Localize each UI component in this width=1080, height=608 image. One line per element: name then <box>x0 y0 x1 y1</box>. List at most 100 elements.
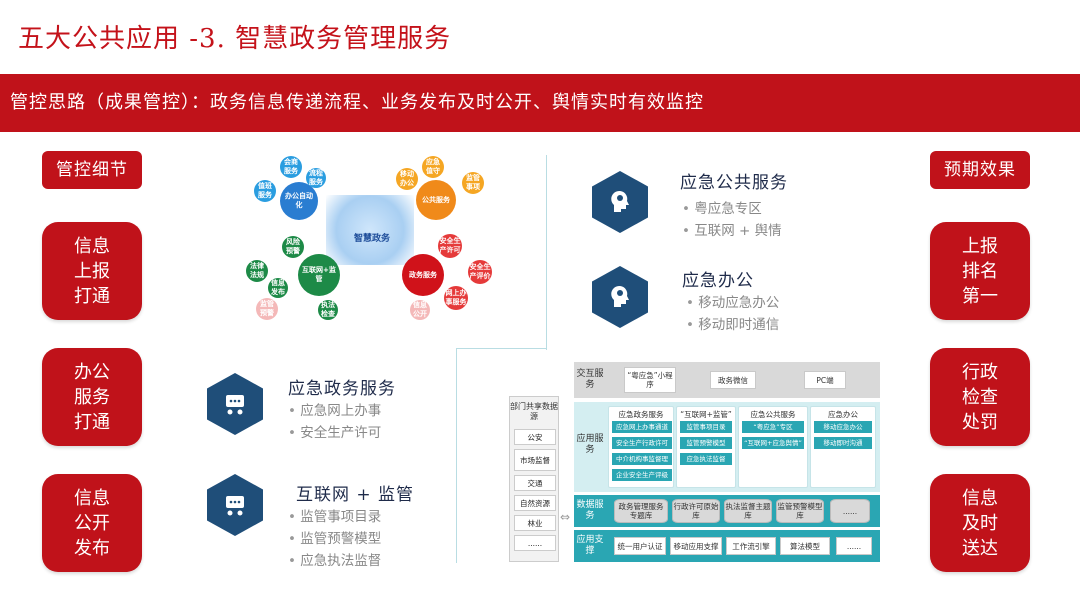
list-item: 监管预警模型 <box>288 528 381 550</box>
data-store: 监管预警模型库 <box>776 499 824 523</box>
interact-cell: 政务微信 <box>710 371 756 389</box>
list-item: 互联网 + 舆情 <box>682 220 781 242</box>
bubble-gov: 政务服务 <box>402 254 444 296</box>
app-column: 应急政务服务 应急网上办事通道 安全生产行政许可 中介机构事监督理 企业安全生产… <box>608 406 674 488</box>
public-service-icon <box>592 171 648 233</box>
bubble-sat-6: 监管事项 <box>462 172 484 194</box>
smart-gov-bubble-cluster: 智慧政务 办公自动化 公共服务 互联网+监管 政务服务 会商服务 流程服务 值班… <box>238 150 508 325</box>
dept-head: 部门共享数据源 <box>510 402 558 421</box>
support-cell: 算法模型 <box>780 537 830 555</box>
bubble-sat-5: 移动办公 <box>396 168 418 190</box>
app-item: 移动即时沟通 <box>814 437 872 449</box>
gov-service-title: 应急政务服务 <box>288 379 396 399</box>
bubble-sat-4: 应急值守 <box>422 156 444 178</box>
internet-supervision-list: 监管事项目录 监管预警模型 应急执法监督 <box>288 506 381 572</box>
bubble-sat-7: 风险预警 <box>282 236 304 258</box>
double-arrow-icon: ⇔ <box>560 510 571 524</box>
list-item: 应急网上办事 <box>288 400 381 422</box>
bubble-sat-8: 法律法规 <box>246 260 268 282</box>
app-item: 企业安全生产评级 <box>612 469 672 481</box>
dept-cell: 林业 <box>514 515 556 531</box>
right-header: 预期效果 <box>930 151 1030 189</box>
public-service-title: 应急公共服务 <box>680 173 788 193</box>
data-store: 政务管理服务专题库 <box>614 499 668 523</box>
internet-supervision-title: 互联网 + 监管 <box>296 485 415 505</box>
office-icon <box>592 266 648 328</box>
support-cell: 统一用户认证 <box>614 537 666 555</box>
public-service-list: 粤应急专区 互联网 + 舆情 <box>682 198 782 242</box>
dept-cell: 公安 <box>514 429 556 445</box>
bubble-sat-11: 网上办事服务 <box>444 286 468 310</box>
list-item: 安全生产许可 <box>288 422 381 444</box>
row-label: 应用服务 <box>576 434 604 455</box>
left-box-3: 信息 公开 发布 <box>42 474 142 572</box>
data-store: ...... <box>830 499 870 523</box>
row-label: 应用支撑 <box>576 535 604 556</box>
support-cell: 工作流引擎 <box>726 537 776 555</box>
app-column: “互联网+监管” 监管事项目录 监管预警模型 应急执法监督 <box>676 406 736 488</box>
bubble-sat-14: 监管预警 <box>256 298 278 320</box>
list-item: 移动即时通信 <box>686 314 779 336</box>
list-item: 监管事项目录 <box>288 506 381 528</box>
control-banner: 管控思路（成果管控）：政务信息传递流程、业务发布及时公开、舆情实时有效监控 <box>0 74 1080 132</box>
support-row: 应用支撑 统一用户认证 移动应用支撑 工作流引擎 算法模型 ...... <box>574 530 880 562</box>
app-row: 应用服务 应急政务服务 应急网上办事通道 安全生产行政许可 中介机构事监督理 企… <box>574 402 880 492</box>
right-box-1: 上报 排名 第一 <box>930 222 1030 320</box>
page-title: 五大公共应用 -3. 智慧政务管理服务 <box>18 24 452 54</box>
gov-service-icon <box>207 373 263 435</box>
left-box-2: 办公 服务 打通 <box>42 348 142 446</box>
bubble-sat-13: 执法检查 <box>318 300 338 320</box>
app-item: 安全生产行政许可 <box>612 437 672 449</box>
list-item: 应急执法监督 <box>288 550 381 572</box>
bubble-oa: 办公自动化 <box>280 182 318 220</box>
app-item: 应急网上办事通道 <box>612 421 672 433</box>
data-row: 数据服务 政务管理服务专题库 行政许可原始库 执法监督主题库 监管预警模型库 .… <box>574 495 880 527</box>
app-item: 监管预警模型 <box>680 437 732 449</box>
data-store: 执法监督主题库 <box>724 499 772 523</box>
support-cell: ...... <box>836 537 872 555</box>
data-store: 行政许可原始库 <box>672 499 720 523</box>
app-item: “粤应急”专区 <box>742 421 804 433</box>
left-header: 管控细节 <box>42 151 142 189</box>
app-item: “互联网+应急舆情” <box>742 437 804 449</box>
bubble-sat-2: 流程服务 <box>306 168 326 188</box>
left-box-1: 信息 上报 打通 <box>42 222 142 320</box>
bubble-sat-9: 安全生产许可 <box>438 234 462 258</box>
row-label: 交互服务 <box>576 369 604 390</box>
row-label: 数据服务 <box>576 500 604 521</box>
app-column: 应急办公 移动应急办公 移动即时沟通 <box>810 406 876 488</box>
office-list: 移动应急办公 移动即时通信 <box>686 292 779 336</box>
interact-row: 交互服务 “粤应急”小程序 政务微信 PC端 <box>574 362 880 398</box>
bubble-internet: 互联网+监管 <box>298 254 340 296</box>
dept-cell: ...... <box>514 535 556 551</box>
dept-data-source-panel: 部门共享数据源 公安 市场监督 交通 自然资源 林业 ...... <box>509 396 559 562</box>
office-title: 应急办公 <box>682 271 754 291</box>
app-item: 中介机构事监督理 <box>612 453 672 465</box>
support-cell: 移动应用支撑 <box>670 537 722 555</box>
app-item: 监管事项目录 <box>680 421 732 433</box>
bubble-public: 公共服务 <box>416 180 456 220</box>
bubble-sat-1: 会商服务 <box>280 156 302 178</box>
dept-cell: 自然资源 <box>514 495 556 511</box>
dept-cell: 市场监督 <box>514 449 556 471</box>
right-box-2: 行政 检查 处罚 <box>930 348 1030 446</box>
divider-vertical-top <box>546 155 547 350</box>
interact-cell: “粤应急”小程序 <box>624 367 676 393</box>
bubble-sat-15: 信息公开 <box>410 300 430 320</box>
interact-cell: PC端 <box>804 371 846 389</box>
list-item: 粤应急专区 <box>682 198 782 220</box>
center-glow <box>326 195 414 265</box>
app-item: 移动应急办公 <box>814 421 872 433</box>
architecture-diagram: 交互服务 “粤应急”小程序 政务微信 PC端 应用服务 应急政务服务 应急网上办… <box>574 362 880 562</box>
divider-horizontal <box>456 348 547 349</box>
internet-supervision-icon <box>207 474 263 536</box>
app-column: 应急公共服务 “粤应急”专区 “互联网+应急舆情” <box>738 406 808 488</box>
bubble-sat-12: 信息发布 <box>268 278 288 298</box>
bubble-sat-3: 值班服务 <box>254 180 276 202</box>
list-item: 移动应急办公 <box>686 292 779 314</box>
bubble-sat-10: 安全生产评价 <box>468 260 492 284</box>
bubble-center: 智慧政务 <box>353 233 390 244</box>
dept-cell: 交通 <box>514 475 556 491</box>
right-box-3: 信息 及时 送达 <box>930 474 1030 572</box>
gov-service-list: 应急网上办事 安全生产许可 <box>288 400 381 444</box>
